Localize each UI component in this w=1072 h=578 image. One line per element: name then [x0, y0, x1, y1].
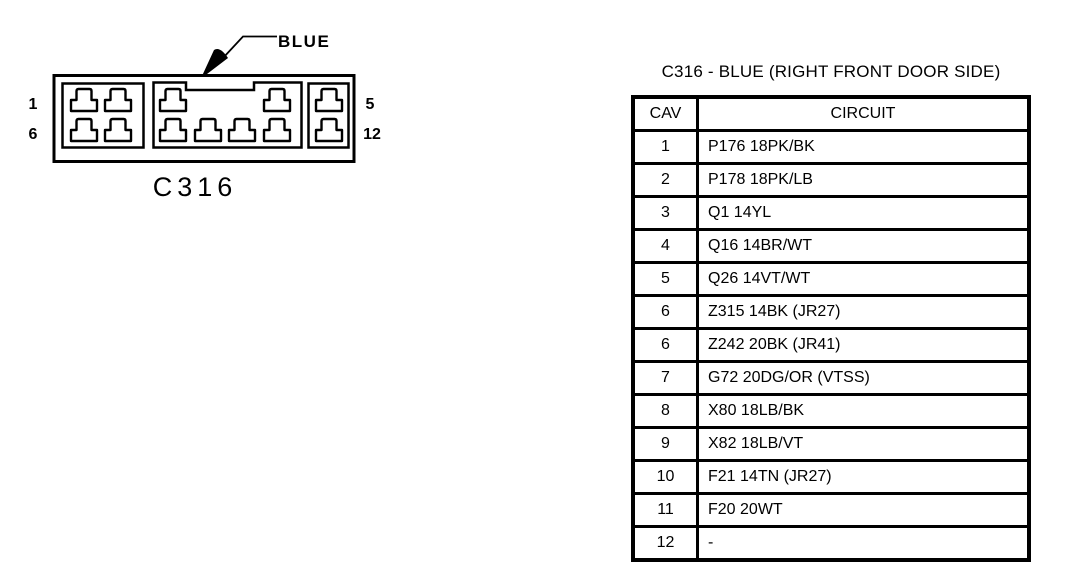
table-row: 12- — [631, 525, 1031, 562]
circuit-cell: F20 20WT — [696, 492, 1031, 528]
connector-pin — [103, 87, 133, 113]
connector-table-panel: C316 - BLUE (RIGHT FRONT DOOR SIDE) CAV … — [631, 0, 1031, 578]
connector-pin — [103, 117, 133, 143]
cav-cell: 6 — [631, 294, 699, 330]
connector-pin — [158, 87, 188, 113]
pin-label-bottom-left: 6 — [29, 126, 38, 143]
connector-left-cavity-block — [61, 82, 145, 149]
connector-name-label: C316 — [153, 172, 238, 202]
pin-label-top-right: 5 — [366, 96, 375, 113]
cav-cell: 4 — [631, 228, 699, 264]
cav-cell: 5 — [631, 261, 699, 297]
connector-pin — [193, 117, 223, 143]
circuit-cell: Q16 14BR/WT — [696, 228, 1031, 264]
connector-pin — [69, 87, 99, 113]
connector-pin — [262, 87, 292, 113]
cav-cell: 7 — [631, 360, 699, 396]
pin-label-top-left: 1 — [29, 96, 38, 113]
cav-cell: 1 — [631, 129, 699, 165]
cav-cell: 6 — [631, 327, 699, 363]
cav-column-header: CAV — [631, 95, 699, 132]
connector-figure: BLUE — [0, 0, 420, 220]
connector-pin — [314, 117, 344, 143]
connector-pins — [69, 87, 344, 143]
connector-middle-cavity-block — [152, 81, 303, 149]
circuit-cell: G72 20DG/OR (VTSS) — [696, 360, 1031, 396]
connector-pin — [262, 117, 292, 143]
connector-pin — [227, 117, 257, 143]
pin-label-bottom-right: 12 — [363, 126, 381, 143]
callout-arrowhead-icon — [202, 49, 228, 76]
circuit-cell: P176 18PK/BK — [696, 129, 1031, 165]
circuit-cell: Z242 20BK (JR41) — [696, 327, 1031, 363]
circuit-cell: X82 18LB/VT — [696, 426, 1031, 462]
circuit-cell: P178 18PK/LB — [696, 162, 1031, 198]
connector-outer-housing — [52, 74, 356, 163]
cav-cell: 11 — [631, 492, 699, 528]
connector-pin — [158, 117, 188, 143]
connector-pin — [69, 117, 99, 143]
cav-cell: 8 — [631, 393, 699, 429]
callout-leader-line — [222, 35, 277, 59]
table-header-row: CAV CIRCUIT — [631, 95, 1031, 132]
cav-cell: 9 — [631, 426, 699, 462]
circuit-cell: - — [696, 525, 1031, 562]
connector-right-cavity-block — [307, 82, 350, 149]
cav-cell: 2 — [631, 162, 699, 198]
table-title: C316 - BLUE (RIGHT FRONT DOOR SIDE) — [661, 62, 1001, 81]
circuit-cell: Z315 14BK (JR27) — [696, 294, 1031, 330]
cav-cell: 3 — [631, 195, 699, 231]
circuit-column-header: CIRCUIT — [696, 95, 1031, 132]
cav-cell: 12 — [631, 525, 699, 562]
color-callout-label: BLUE — [278, 32, 330, 51]
circuit-cell: F21 14TN (JR27) — [696, 459, 1031, 495]
cav-cell: 10 — [631, 459, 699, 495]
connector-diagram: BLUE — [29, 32, 381, 202]
circuit-cell: Q26 14VT/WT — [696, 261, 1031, 297]
circuit-cell: X80 18LB/BK — [696, 393, 1031, 429]
circuit-cell: Q1 14YL — [696, 195, 1031, 231]
connector-pin — [314, 87, 344, 113]
